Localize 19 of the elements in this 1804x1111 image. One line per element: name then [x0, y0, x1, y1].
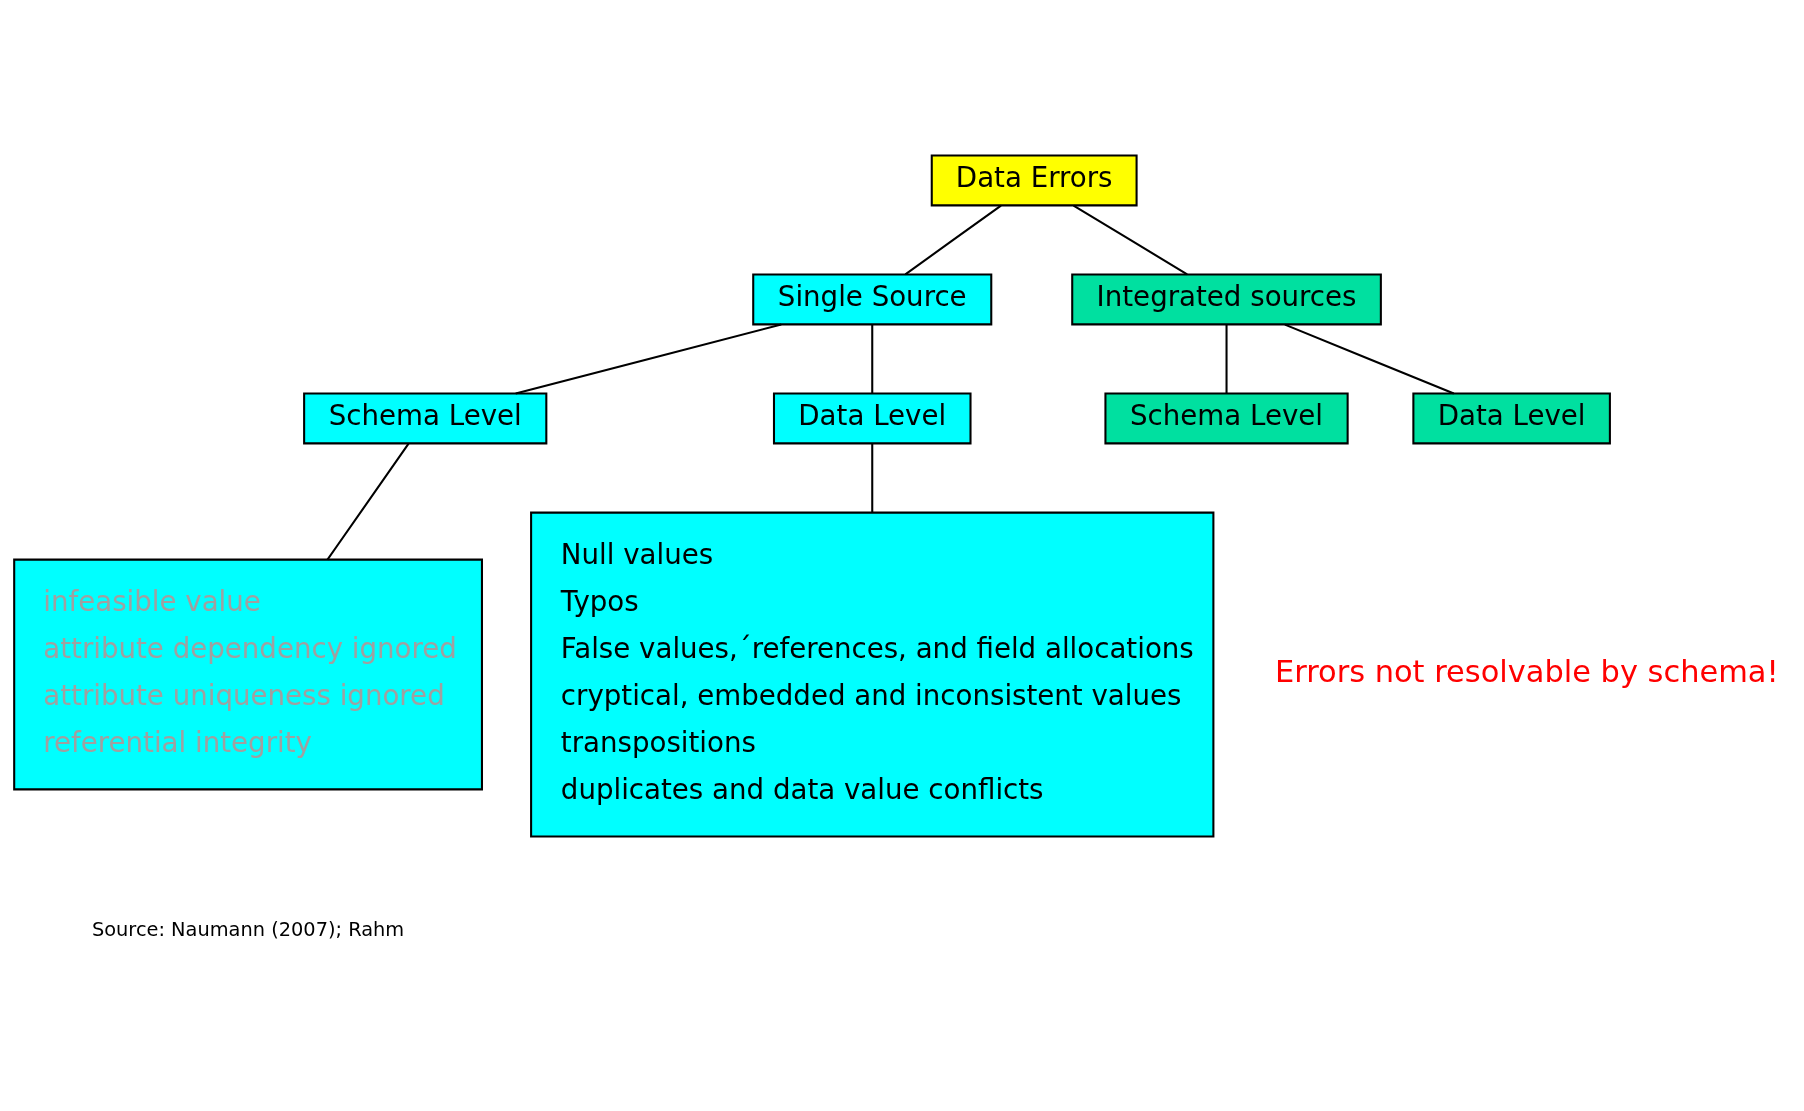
node-box: Single Source: [752, 273, 993, 326]
connector: [1284, 323, 1455, 395]
label: Source: Naumann (2007); Rahm: [91, 917, 405, 941]
connector: [871, 324, 874, 394]
node-box: Null values Typos False values,´references, and field allocations cryptical, embedded and inconsistent values transpositions duplicates and data value conflicts: [530, 511, 1215, 838]
connector: [1225, 324, 1228, 394]
node-box: Data Errors: [930, 154, 1138, 207]
node-box: Data Level: [1412, 392, 1611, 445]
node-box: Integrated sources: [1071, 273, 1382, 326]
node-box: Data Level: [772, 392, 972, 445]
connector: [871, 443, 874, 513]
connector: [515, 323, 782, 395]
connector: [1073, 204, 1188, 276]
node-box: Schema Level: [303, 392, 548, 445]
node-box: Schema Level: [1104, 392, 1349, 445]
connector: [904, 204, 1002, 276]
node-box: infeasible value attribute dependency ignored attribute uniqueness ignored referential integrity: [13, 558, 483, 791]
label: Errors not resolvable by schema!: [1274, 654, 1779, 690]
connector: [326, 443, 410, 561]
